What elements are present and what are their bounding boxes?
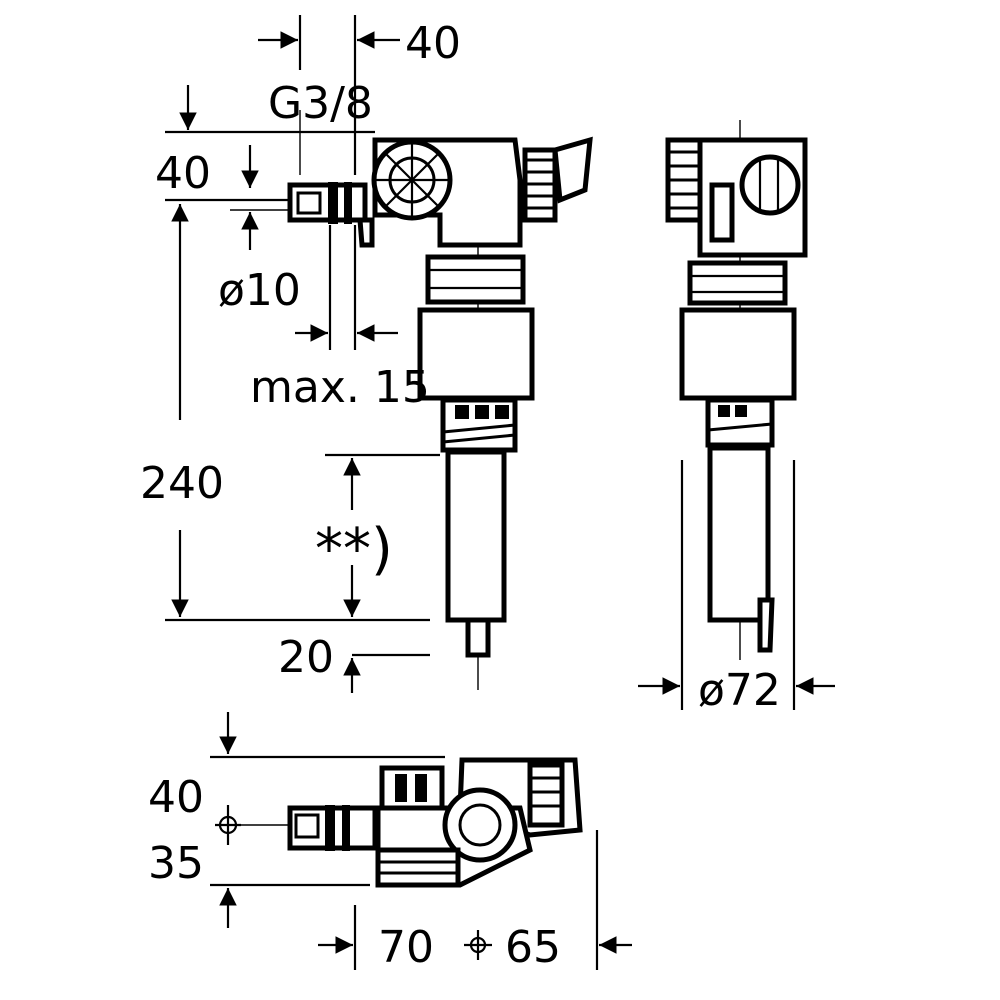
dimension-labels: 40 G3/8 40 ø10 max. 15 240 **) 20 ø72 40… [140, 18, 781, 973]
dim-dia-10: ø10 [218, 265, 301, 316]
dim-asterisks: **) [315, 517, 393, 582]
front-view [287, 136, 593, 690]
dim-dia-72: ø72 [698, 665, 781, 716]
dim-thread: G3/8 [268, 78, 373, 129]
dim-plan-65: 65 [505, 922, 561, 973]
dim-240: 240 [140, 458, 224, 509]
dim-20: 20 [278, 632, 334, 683]
dim-left-40: 40 [155, 148, 211, 199]
dimension-lines [165, 15, 835, 970]
side-view [665, 120, 808, 660]
dim-plan-40: 40 [148, 772, 204, 823]
dim-plan-70: 70 [378, 922, 434, 973]
plan-view [220, 757, 583, 888]
dim-plan-35: 35 [148, 838, 204, 889]
dim-max-15: max. 15 [250, 362, 430, 413]
dim-top-40: 40 [405, 18, 461, 69]
